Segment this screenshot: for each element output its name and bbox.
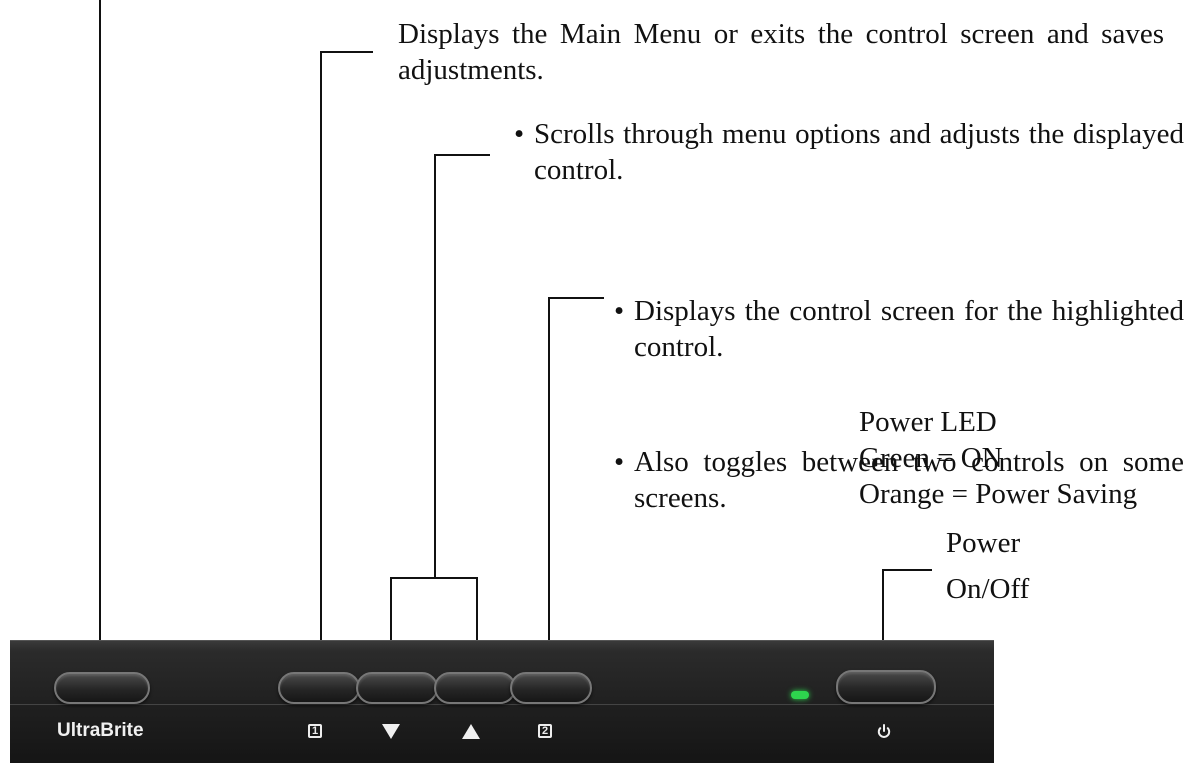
toggle-description: Also toggles between two controls on som… (614, 444, 1184, 517)
power-label-line2: On/Off (946, 573, 1030, 605)
leader-key2 (548, 297, 604, 672)
key2-button[interactable] (510, 672, 592, 704)
led-green: Green = ON (859, 442, 1003, 474)
power-label-line1: Power (946, 527, 1021, 559)
power-led (791, 691, 809, 699)
key1-button[interactable] (278, 672, 360, 704)
ultrabrite-button[interactable] (54, 672, 150, 704)
down-button[interactable] (356, 672, 438, 704)
brand-label: UltraBrite (57, 720, 144, 741)
leader-scroll (434, 154, 490, 578)
led-title: Power LED (859, 406, 997, 438)
led-orange: Orange = Power Saving (859, 478, 1138, 510)
power-button[interactable] (836, 670, 936, 704)
key1-icon: 1 (308, 724, 322, 738)
bezel-divider (10, 704, 994, 705)
main-menu-description: Displays the Main Menu or exits the cont… (398, 18, 1164, 87)
key2-icon: 2 (538, 724, 552, 738)
power-icon (877, 724, 891, 738)
leader-power (882, 569, 932, 672)
down-triangle-icon (382, 724, 400, 739)
scroll-description: Scrolls through menu options and adjusts… (514, 116, 1184, 189)
control-screen-description: Displays the control screen for the high… (614, 293, 1184, 366)
up-button[interactable] (434, 672, 516, 704)
leader-arrows-bracket (390, 577, 478, 672)
up-triangle-icon (462, 724, 480, 739)
leader-key1 (320, 51, 373, 672)
